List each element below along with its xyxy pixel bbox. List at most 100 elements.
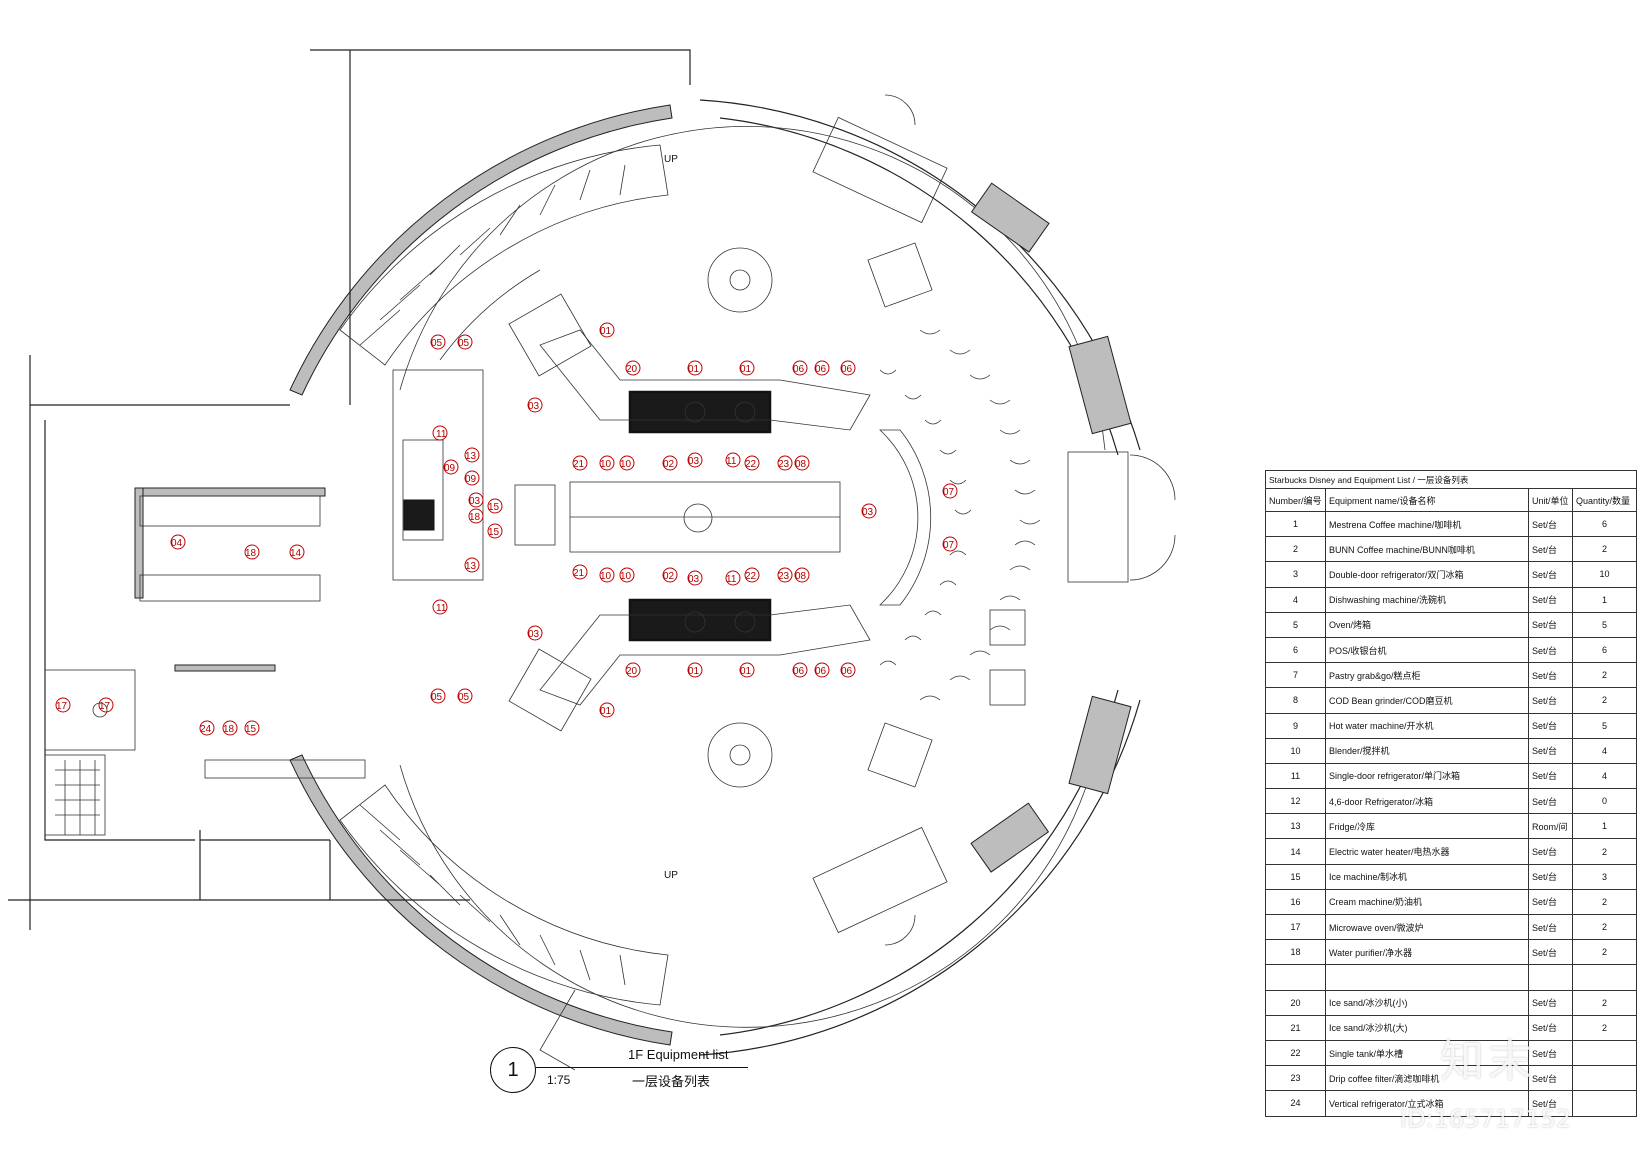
- tag-21: 21: [573, 568, 585, 579]
- row-name: Microwave oven/微波炉: [1325, 913, 1529, 941]
- tag-18: 18: [469, 512, 481, 523]
- row-unit: Set/台: [1528, 838, 1573, 865]
- perimeter-booths: [539, 94, 1176, 1071]
- row-name: Pastry grab&go/糕点柜: [1325, 662, 1529, 689]
- row-unit: Set/台: [1528, 1039, 1573, 1067]
- tag-06: 06: [793, 364, 805, 375]
- row-name: Ice sand/冰沙机(小): [1325, 989, 1529, 1016]
- tag-11: 11: [436, 603, 447, 614]
- row-quantity: [1571, 1065, 1638, 1092]
- row-name: Hot water machine/开水机: [1325, 712, 1529, 739]
- tag-06: 06: [793, 666, 805, 677]
- row-quantity: 5: [1571, 712, 1638, 739]
- row-unit: Set/台: [1528, 662, 1573, 689]
- tag-05: 05: [431, 338, 443, 349]
- tag-21: 21: [573, 459, 585, 470]
- tag-01: 01: [600, 706, 612, 717]
- row-quantity: [1571, 1039, 1638, 1067]
- tag-20: 20: [626, 364, 638, 375]
- row-number: 24: [1265, 1090, 1326, 1117]
- row-unit: Set/台: [1528, 888, 1573, 916]
- row-number: 9: [1265, 712, 1326, 739]
- row-unit: Set/台: [1528, 510, 1573, 538]
- row-name: POS/收银台机: [1325, 636, 1529, 664]
- tag-01: 01: [600, 326, 612, 337]
- tag-03: 03: [688, 456, 700, 467]
- row-unit: Set/台: [1528, 561, 1573, 588]
- col-header-name: Equipment name/设备名称: [1325, 488, 1529, 512]
- tag-07: 07: [943, 487, 955, 498]
- tag-06: 06: [815, 364, 827, 375]
- row-name: Ice machine/制冰机: [1325, 863, 1529, 890]
- row-unit: Set/台: [1528, 788, 1573, 815]
- col-header-number: Number/编号: [1265, 488, 1326, 512]
- row-number: 22: [1265, 1039, 1326, 1067]
- tag-15: 15: [488, 502, 500, 513]
- tag-20: 20: [626, 666, 638, 677]
- row-unit: Set/台: [1528, 939, 1573, 966]
- row-unit: Set/台: [1528, 536, 1573, 563]
- row-quantity: 4: [1571, 737, 1638, 764]
- equipment-list-table: Starbucks Disney and Equipment List / 一层…: [1264, 470, 1638, 1117]
- row-quantity: 10: [1571, 561, 1638, 588]
- row-name: Double-door refrigerator/双门冰箱: [1325, 561, 1529, 588]
- drawing-number: 1: [490, 1047, 536, 1093]
- tag-14: 14: [290, 548, 302, 559]
- row-quantity: 2: [1571, 662, 1638, 689]
- tag-03: 03: [688, 574, 700, 585]
- row-number: 5: [1265, 611, 1326, 638]
- tag-02: 02: [663, 459, 675, 470]
- row-name: Water purifier/净水器: [1325, 939, 1529, 966]
- row-unit: Set/台: [1528, 863, 1573, 890]
- tag-09: 09: [444, 463, 456, 474]
- row-quantity: 0: [1571, 788, 1638, 815]
- row-quantity: 5: [1571, 611, 1638, 638]
- watermark-logo: 知末: [1440, 1036, 1536, 1087]
- row-number: 11: [1265, 762, 1326, 790]
- tag-22: 22: [745, 459, 757, 470]
- drawing-title-block: 1 1F Equipment list 1:75 一层设备列表: [490, 1047, 750, 1097]
- tag-23: 23: [778, 459, 790, 470]
- tag-04: 04: [171, 538, 183, 549]
- tag-01: 01: [688, 364, 700, 375]
- row-number: 16: [1265, 888, 1326, 916]
- seating: [707, 242, 1041, 788]
- rotunda-walls: [289, 99, 1141, 1056]
- up-label-top: UP: [664, 154, 678, 165]
- row-name: Dishwashing machine/洗碗机: [1325, 586, 1529, 613]
- row-quantity: 1: [1571, 586, 1638, 613]
- row-unit: Set/台: [1528, 989, 1573, 1016]
- row-name: Oven/烤箱: [1325, 611, 1529, 638]
- row-quantity: 3: [1571, 863, 1638, 890]
- row-number: 21: [1265, 1014, 1326, 1041]
- row-name: COD Bean grinder/COD磨豆机: [1325, 687, 1529, 714]
- row-name: Ice sand/冰沙机(大): [1325, 1014, 1529, 1041]
- drawing-scale: 1:75: [547, 1073, 571, 1087]
- tag-09: 09: [465, 474, 477, 485]
- equipment-tags: 05 05 01 03 20 01 01 06 06 06 11 13 09 0…: [55, 322, 958, 736]
- tag-17: 17: [56, 701, 68, 712]
- tag-03: 03: [862, 507, 874, 518]
- row-unit: Set/台: [1528, 687, 1573, 714]
- col-header-unit: Unit/单位: [1528, 488, 1573, 512]
- row-name: Mestrena Coffee machine/咖啡机: [1325, 510, 1529, 538]
- table-caption: Starbucks Disney and Equipment List / 一层…: [1264, 470, 1638, 489]
- tag-07: 07: [943, 540, 955, 551]
- row-number: 8: [1265, 687, 1326, 714]
- tag-02: 02: [663, 571, 675, 582]
- row-number: [1265, 964, 1326, 991]
- tag-08: 08: [795, 459, 807, 470]
- tag-03: 03: [469, 496, 481, 507]
- tag-10: 10: [620, 571, 632, 582]
